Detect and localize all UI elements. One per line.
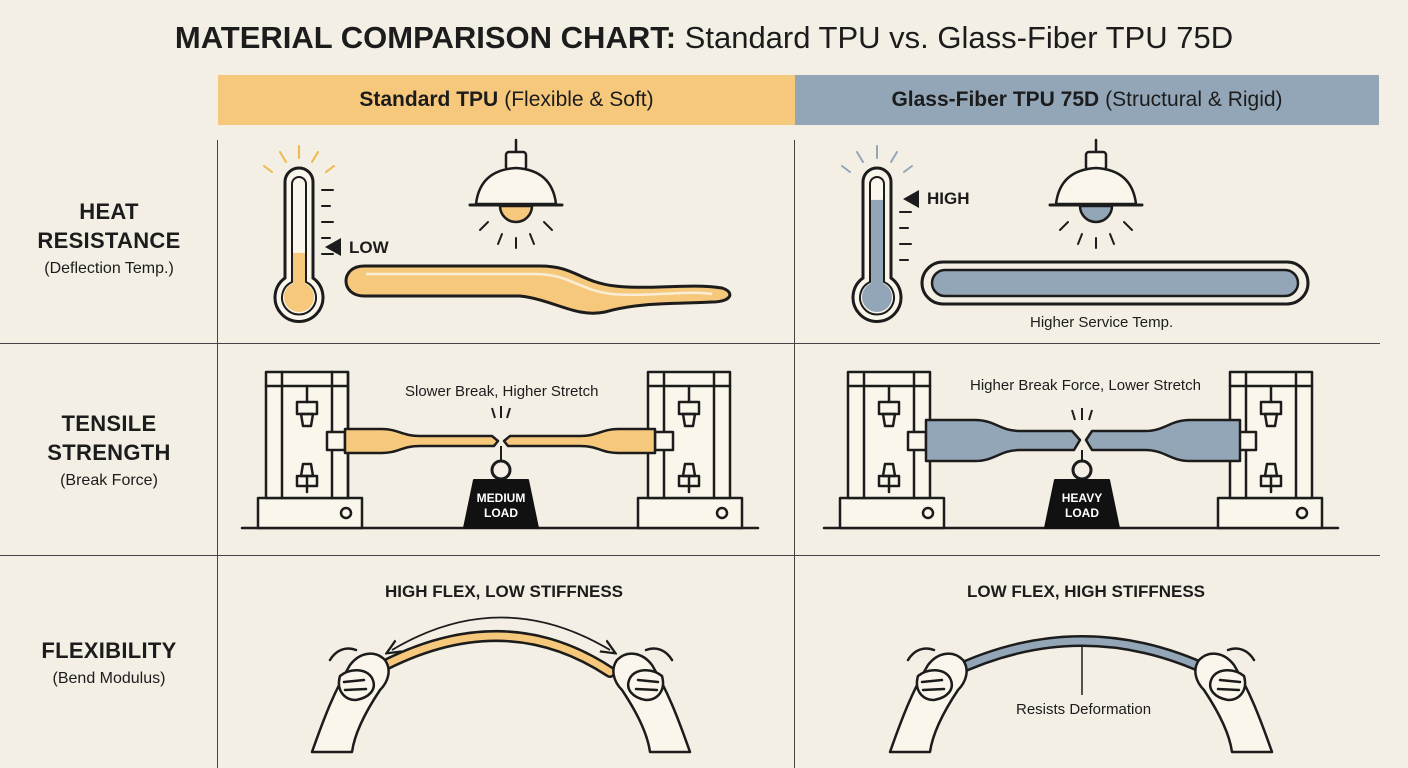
chart-title: MATERIAL COMPARISON CHART: Standard TPU … bbox=[0, 18, 1408, 58]
melting-bar-standard bbox=[344, 264, 732, 315]
grid-divider-middle bbox=[794, 140, 795, 768]
heat-marker-standard: LOW bbox=[349, 238, 389, 257]
heat-lamp-icon-standard bbox=[468, 138, 564, 249]
grid-divider-left bbox=[217, 140, 218, 768]
row-label-flex-line1: FLEXIBILITY bbox=[41, 638, 177, 663]
heat-marker-glass-fiber: HIGH bbox=[927, 189, 970, 208]
row-label-tensile-line1: TENSILE bbox=[61, 411, 157, 436]
column-desc-standard: (Flexible & Soft) bbox=[504, 88, 654, 111]
bending-strip-standard bbox=[366, 630, 616, 678]
title-rest: Standard TPU vs. Glass-Fiber TPU 75D bbox=[684, 20, 1234, 55]
tensile-caption-standard: Slower Break, Higher Stretch bbox=[405, 383, 599, 400]
column-name-standard: Standard TPU bbox=[359, 88, 499, 111]
flex-note-glass-fiber: Resists Deformation bbox=[1016, 701, 1152, 718]
bending-strip-glass-fiber bbox=[946, 635, 1218, 695]
row-label-flex-sub: (Bend Modulus) bbox=[52, 670, 166, 687]
tensile-caption-glass-fiber: Higher Break Force, Lower Stretch bbox=[970, 377, 1201, 394]
row-label-heat: HEAT RESISTANCE (Deflection Temp.) bbox=[0, 197, 218, 281]
title-bold: MATERIAL COMPARISON CHART: bbox=[174, 20, 677, 55]
load-label-glass-fiber-line2: LOAD bbox=[1065, 506, 1099, 520]
row-label-heat-line2: RESISTANCE bbox=[37, 228, 181, 253]
column-header-glass-fiber: Glass-Fiber TPU 75D (Structural & Rigid) bbox=[795, 75, 1379, 125]
flex-caption-standard: HIGH FLEX, LOW STIFFNESS bbox=[385, 582, 623, 601]
bend-arrow-standard bbox=[392, 616, 610, 651]
row-label-heat-sub: (Deflection Temp.) bbox=[44, 260, 174, 277]
weight-icon-standard bbox=[463, 446, 539, 529]
heat-lamp-icon-glass-fiber bbox=[1048, 138, 1144, 249]
grid-divider-row-2 bbox=[0, 555, 1380, 556]
load-label-standard-line2: LOAD bbox=[484, 506, 518, 520]
row-label-flex: FLEXIBILITY (Bend Modulus) bbox=[0, 636, 218, 691]
row-label-tensile-line2: STRENGTH bbox=[47, 440, 171, 465]
hands-icon-glass-fiber bbox=[888, 647, 1274, 754]
load-label-glass-fiber: HEAVY LOAD bbox=[1042, 491, 1122, 521]
row-label-tensile: TENSILE STRENGTH (Break Force) bbox=[0, 409, 218, 493]
weight-icon-glass-fiber bbox=[1044, 450, 1120, 529]
heat-caption-glass-fiber: Higher Service Temp. bbox=[1030, 314, 1174, 331]
dogbone-specimen-standard bbox=[343, 406, 657, 455]
dogbone-specimen-glass-fiber bbox=[924, 408, 1242, 463]
thermometer-icon-glass-fiber bbox=[841, 145, 919, 323]
load-label-glass-fiber-line1: HEAVY bbox=[1061, 491, 1103, 505]
column-header-standard: Standard TPU (Flexible & Soft) bbox=[218, 75, 795, 125]
row-label-tensile-sub: (Break Force) bbox=[60, 472, 158, 489]
column-name-glass-fiber: Glass-Fiber TPU 75D bbox=[891, 88, 1100, 111]
row-label-heat-line1: HEAT bbox=[79, 199, 139, 224]
column-desc-glass-fiber: (Structural & Rigid) bbox=[1105, 88, 1283, 111]
grid-divider-row-1 bbox=[0, 343, 1380, 344]
load-label-standard: MEDIUM LOAD bbox=[461, 491, 541, 521]
load-label-standard-line1: MEDIUM bbox=[476, 491, 526, 505]
hands-icon-standard bbox=[310, 647, 692, 754]
rigid-bar-glass-fiber bbox=[920, 260, 1310, 306]
thermometer-icon-standard bbox=[263, 145, 341, 323]
flex-caption-glass-fiber: LOW FLEX, HIGH STIFFNESS bbox=[967, 582, 1205, 601]
